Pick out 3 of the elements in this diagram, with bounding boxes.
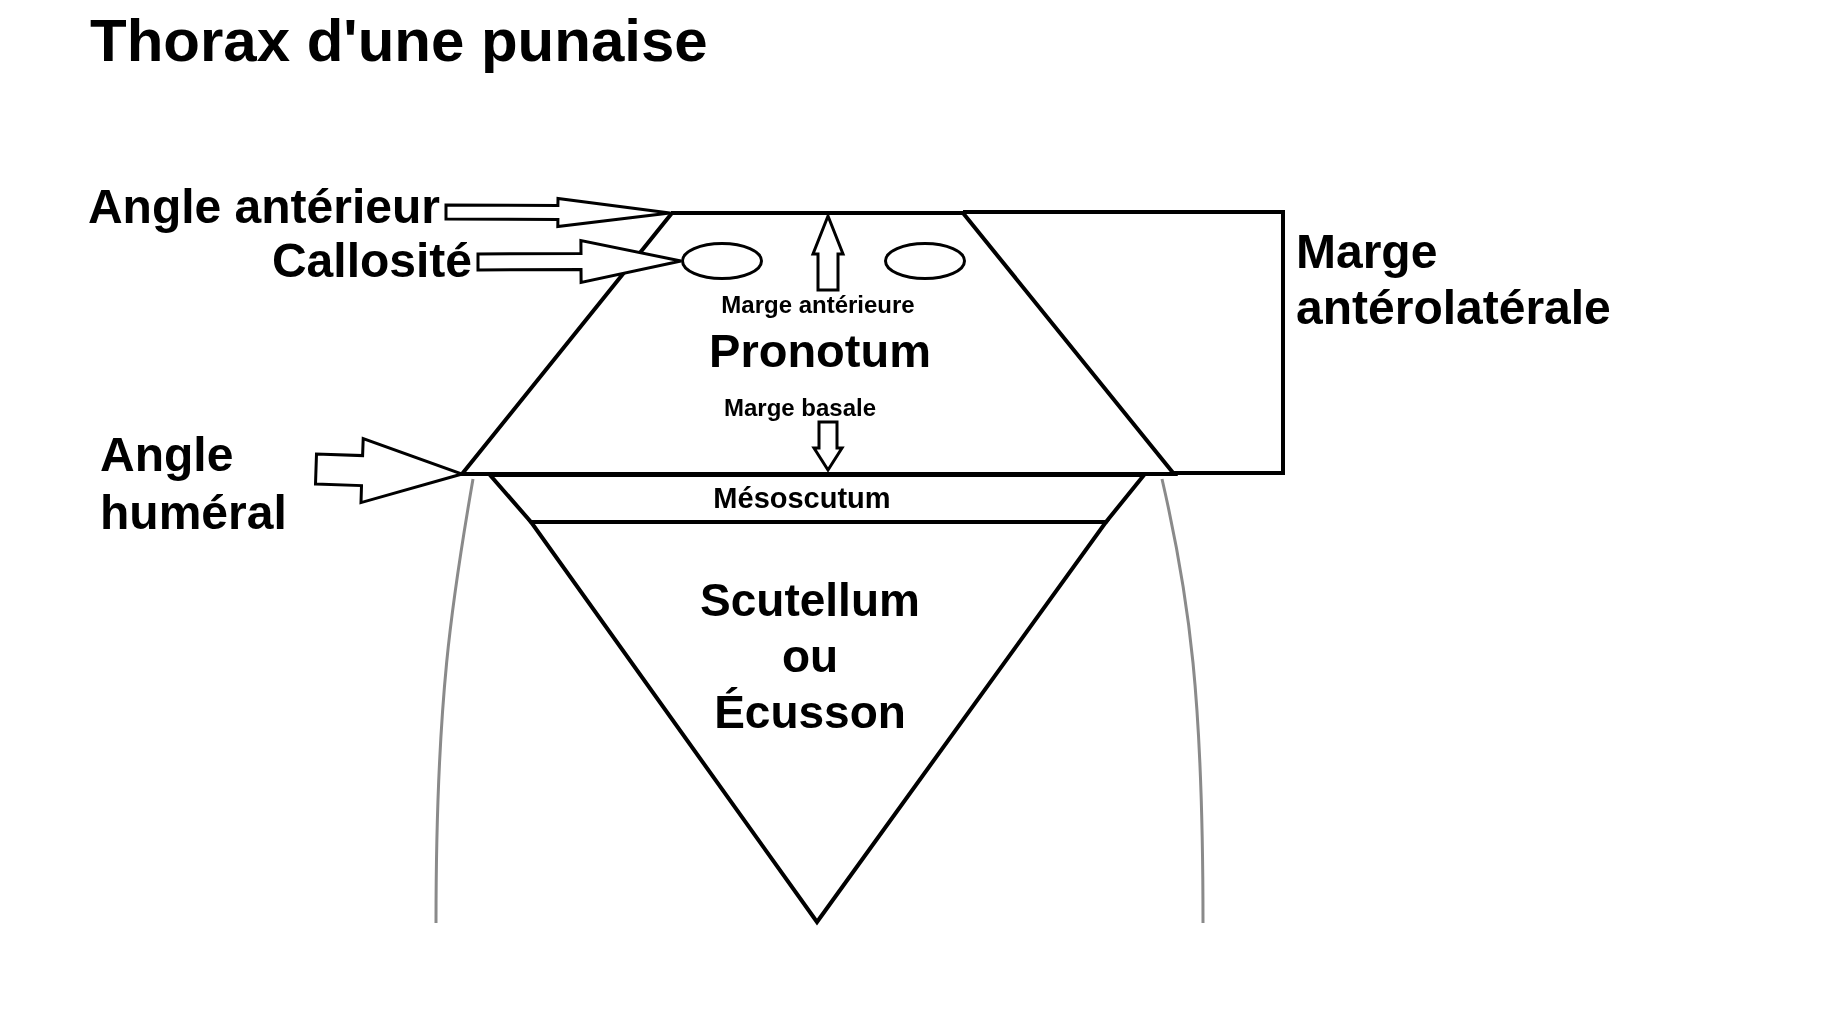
- part-label: Angle huméral: [100, 426, 310, 542]
- title: Thorax d'une punaise: [90, 6, 708, 76]
- margin-label: Marge antérolatérale: [1296, 224, 1612, 336]
